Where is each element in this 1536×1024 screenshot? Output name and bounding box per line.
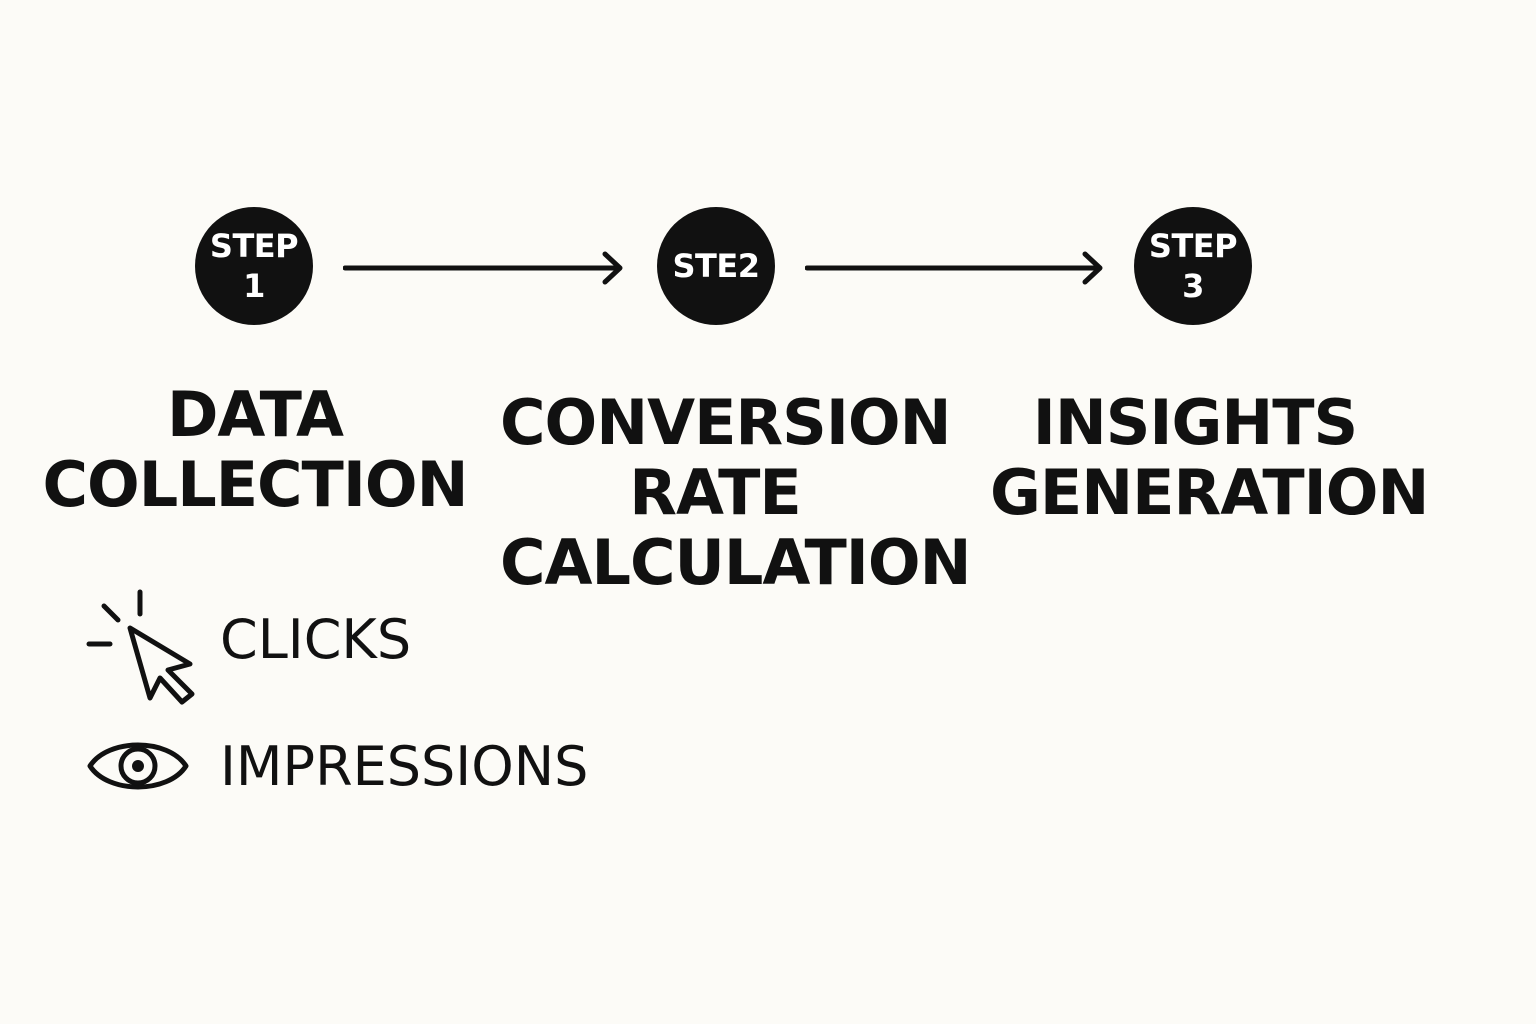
arrow-right-icon bbox=[805, 251, 1103, 285]
step-2-title-line: CONVERSION bbox=[500, 386, 952, 459]
step-2-title-line: CALCULATION bbox=[500, 526, 971, 599]
step-3-title-line: INSIGHTS bbox=[1032, 386, 1358, 459]
cursor-click-icon bbox=[86, 589, 195, 705]
step-3-title-line: GENERATION bbox=[990, 456, 1429, 529]
step-3-badge: STEP 3 bbox=[1134, 207, 1252, 325]
step-3-title: INSIGHTS GENERATION bbox=[990, 386, 1429, 529]
step-1-title-line: DATA bbox=[166, 378, 344, 451]
step-2-badge-line1: STE2 bbox=[672, 247, 761, 285]
step-3-badge-line1: STEP bbox=[1148, 227, 1238, 265]
metric-impressions-label: IMPRESSIONS bbox=[220, 734, 589, 798]
step-1-badge: STEP 1 bbox=[195, 207, 313, 325]
step-1-title-line: COLLECTION bbox=[42, 448, 468, 521]
step-2-title: CONVERSION RATE CALCULATION bbox=[500, 386, 971, 599]
step-3-badge-line2: 3 bbox=[1182, 267, 1204, 305]
metric-impressions: IMPRESSIONS bbox=[86, 728, 588, 804]
step-2-badge: STE2 bbox=[657, 207, 775, 325]
step-1-badge-line1: STEP bbox=[209, 227, 299, 265]
step-1-badge-line2: 1 bbox=[243, 267, 265, 305]
eye-icon bbox=[87, 742, 189, 790]
metric-clicks-label: CLICKS bbox=[220, 607, 412, 671]
step-1-title: DATA COLLECTION bbox=[40, 380, 470, 520]
metric-clicks: CLICKS bbox=[84, 586, 411, 706]
arrow-right-icon bbox=[343, 251, 623, 285]
step-2-title-line: RATE bbox=[629, 456, 802, 529]
